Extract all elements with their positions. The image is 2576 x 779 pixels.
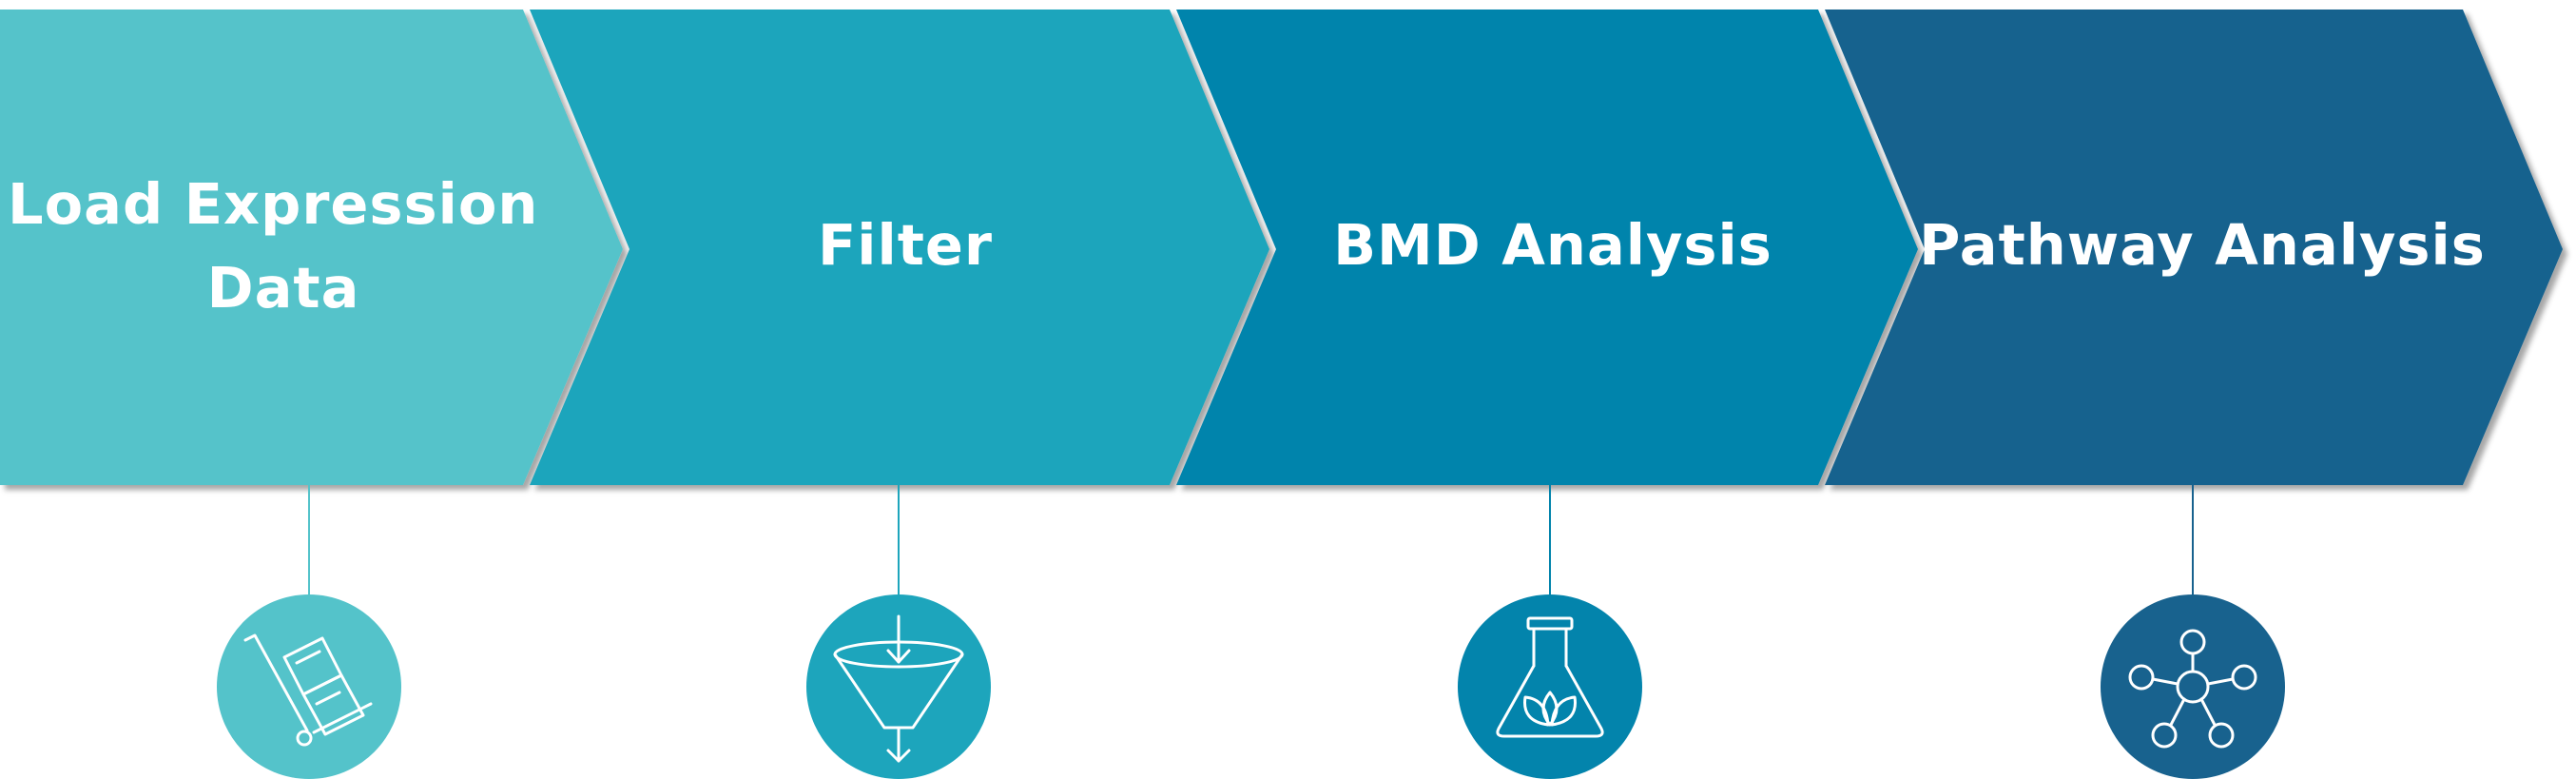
- step-4-label-line-1: Pathway Analysis: [1919, 212, 2486, 278]
- step-3-label: BMD Analysis: [1333, 212, 1772, 278]
- step-2-label-line-1: Filter: [818, 212, 993, 278]
- step-3-chevron: [1176, 10, 1918, 485]
- step-2-chevron: [530, 10, 1269, 485]
- step-2-icon-circle: [806, 594, 991, 779]
- step-1-chevron: [0, 10, 623, 485]
- funnel-icon: [833, 614, 964, 763]
- step-bmd-analysis: BMD Analysis: [1176, 10, 1918, 779]
- hand-truck-icon: [243, 633, 373, 747]
- flask-icon: [1496, 616, 1604, 738]
- step-2-label: Filter: [818, 212, 993, 278]
- step-4-chevron: [1825, 10, 2563, 485]
- step-filter: Filter: [530, 10, 1269, 779]
- step-3-label-line-1: BMD Analysis: [1333, 212, 1772, 278]
- step-load-expression-data: Load Expression Data: [0, 10, 623, 779]
- step-1-label-line-1: Load Expression: [8, 171, 538, 237]
- step-1-icon-circle: [217, 594, 401, 779]
- step-1-label: Load Expression Data: [8, 171, 559, 321]
- step-1-label-line-2: Data: [207, 255, 360, 321]
- network-icon: [2128, 629, 2257, 749]
- step-4-icon-circle: [2101, 594, 2285, 779]
- step-pathway-analysis: Pathway Analysis: [1825, 10, 2563, 779]
- step-4-label: Pathway Analysis: [1919, 212, 2486, 278]
- step-3-icon-circle: [1458, 594, 1642, 779]
